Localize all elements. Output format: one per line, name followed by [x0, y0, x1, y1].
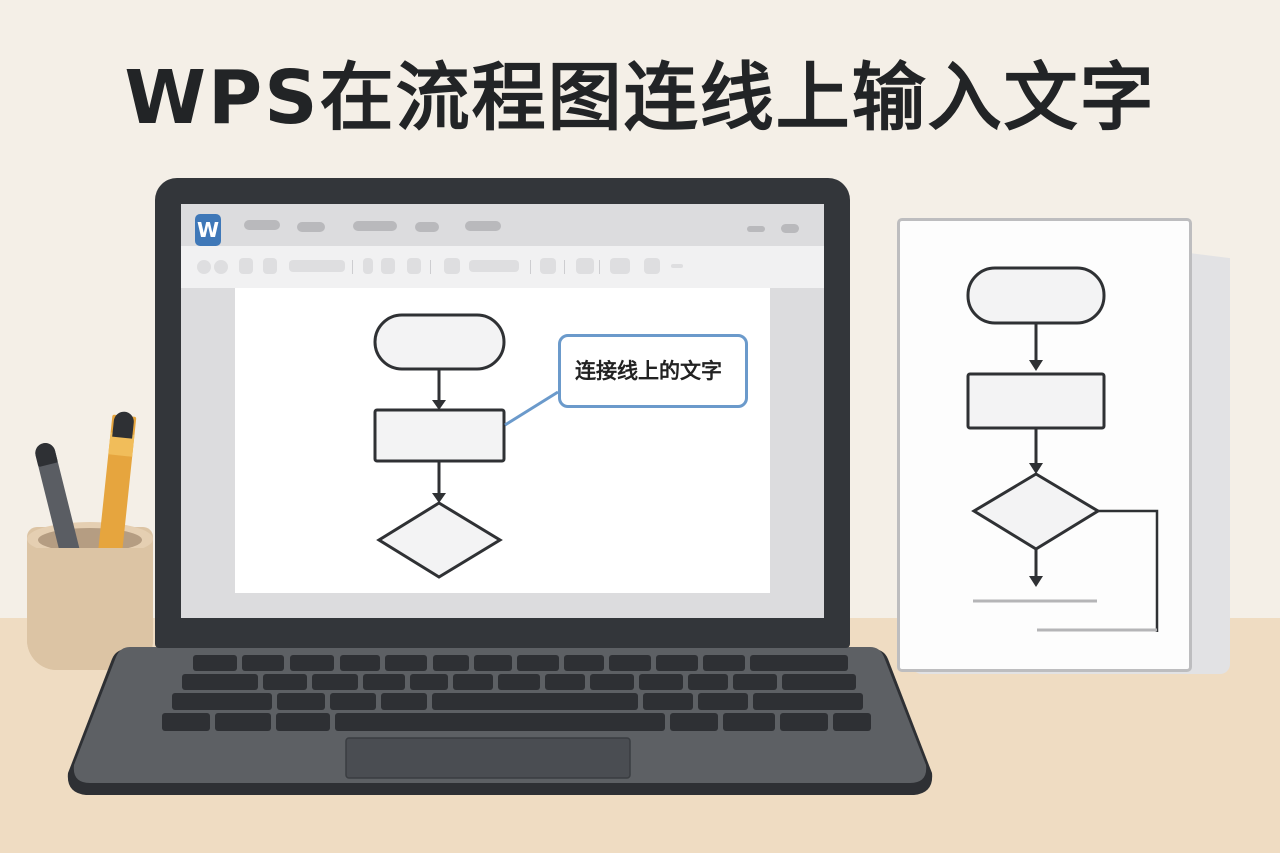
- close-button[interactable]: [781, 224, 799, 233]
- callout-leader-line: [504, 390, 559, 427]
- loop-connector: [1098, 509, 1159, 632]
- toolbar-button[interactable]: [444, 258, 460, 274]
- menu-item-1[interactable]: [244, 220, 280, 230]
- style-select[interactable]: [469, 260, 519, 272]
- minimize-button[interactable]: [747, 226, 765, 232]
- laptop-keyboard-base: [67, 647, 933, 795]
- menu-item-2[interactable]: [297, 222, 325, 232]
- toolbar-dot-1[interactable]: [197, 260, 211, 274]
- document-page[interactable]: 连接线上的文字: [235, 288, 770, 593]
- connector-text-callout[interactable]: 连接线上的文字: [558, 334, 748, 408]
- toolbar-button[interactable]: [239, 258, 253, 274]
- process-shape: [373, 408, 506, 463]
- page-title: WPS在流程图连线上输入文字: [124, 55, 1156, 141]
- arrow-head: [1029, 360, 1043, 371]
- menu-item-5[interactable]: [465, 221, 501, 231]
- toolbar-button[interactable]: [610, 258, 630, 274]
- keyboard-keys: [162, 655, 871, 731]
- touchpad: [345, 737, 631, 779]
- toolbar-button[interactable]: [576, 258, 594, 274]
- toolbar-button[interactable]: [363, 258, 373, 274]
- paper-flowchart: [966, 266, 1159, 632]
- menu-item-4[interactable]: [415, 222, 439, 232]
- toolbar-button[interactable]: [644, 258, 660, 274]
- printed-flowchart-paper: [897, 218, 1192, 672]
- decision-shape: [376, 501, 503, 579]
- toolbar-collapse[interactable]: [671, 264, 683, 268]
- terminator-shape: [966, 266, 1106, 325]
- toolbar-button[interactable]: [407, 258, 421, 274]
- document-area: 连接线上的文字: [181, 288, 824, 618]
- decision-shape: [971, 472, 1101, 551]
- font-select[interactable]: [289, 260, 345, 272]
- ribbon-toolbar: [181, 246, 824, 288]
- flowchart: [373, 313, 559, 579]
- toolbar-button[interactable]: [381, 258, 395, 274]
- toolbar-button[interactable]: [263, 258, 277, 274]
- arrow-head: [1029, 463, 1043, 474]
- menu-item-3[interactable]: [353, 221, 397, 231]
- toolbar-button[interactable]: [540, 258, 556, 274]
- app-titlebar: W: [181, 204, 824, 246]
- laptop-screen: W: [181, 204, 824, 618]
- arrow-head: [1029, 576, 1043, 587]
- terminator-shape: [373, 313, 506, 371]
- process-shape: [966, 372, 1106, 430]
- toolbar-dot-2[interactable]: [214, 260, 228, 274]
- wps-writer-icon[interactable]: W: [195, 214, 221, 246]
